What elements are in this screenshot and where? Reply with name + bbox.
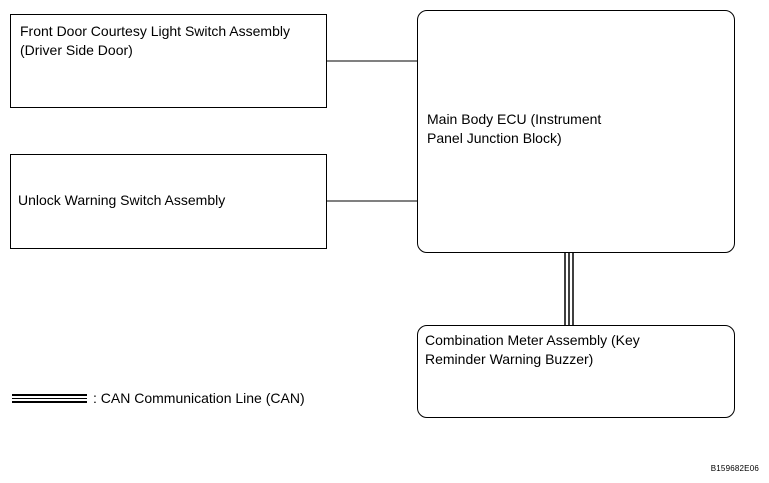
figure-code: B159682E06 — [710, 464, 759, 473]
ecu-to-meter-can-line — [564, 253, 574, 325]
legend-label: : CAN Communication Line (CAN) — [93, 390, 305, 406]
combination-meter-box: Combination Meter Assembly (Key Reminder… — [417, 325, 735, 418]
can-line-legend-symbol — [12, 393, 87, 403]
unlock-warning-switch-box: Unlock Warning Switch Assembly — [10, 154, 327, 249]
main-body-ecu-box: Main Body ECU (Instrument Panel Junction… — [417, 10, 735, 253]
front-door-courtesy-light-switch-box: Front Door Courtesy Light Switch Assembl… — [10, 14, 327, 108]
main-body-ecu-label: Main Body ECU (Instrument Panel Junction… — [427, 111, 602, 146]
legend: : CAN Communication Line (CAN) — [12, 388, 305, 408]
unlock-warning-switch-label: Unlock Warning Switch Assembly — [18, 192, 226, 208]
front-door-courtesy-light-switch-label: Front Door Courtesy Light Switch Assembl… — [20, 23, 290, 58]
combination-meter-label: Combination Meter Assembly (Key Reminder… — [425, 332, 640, 367]
